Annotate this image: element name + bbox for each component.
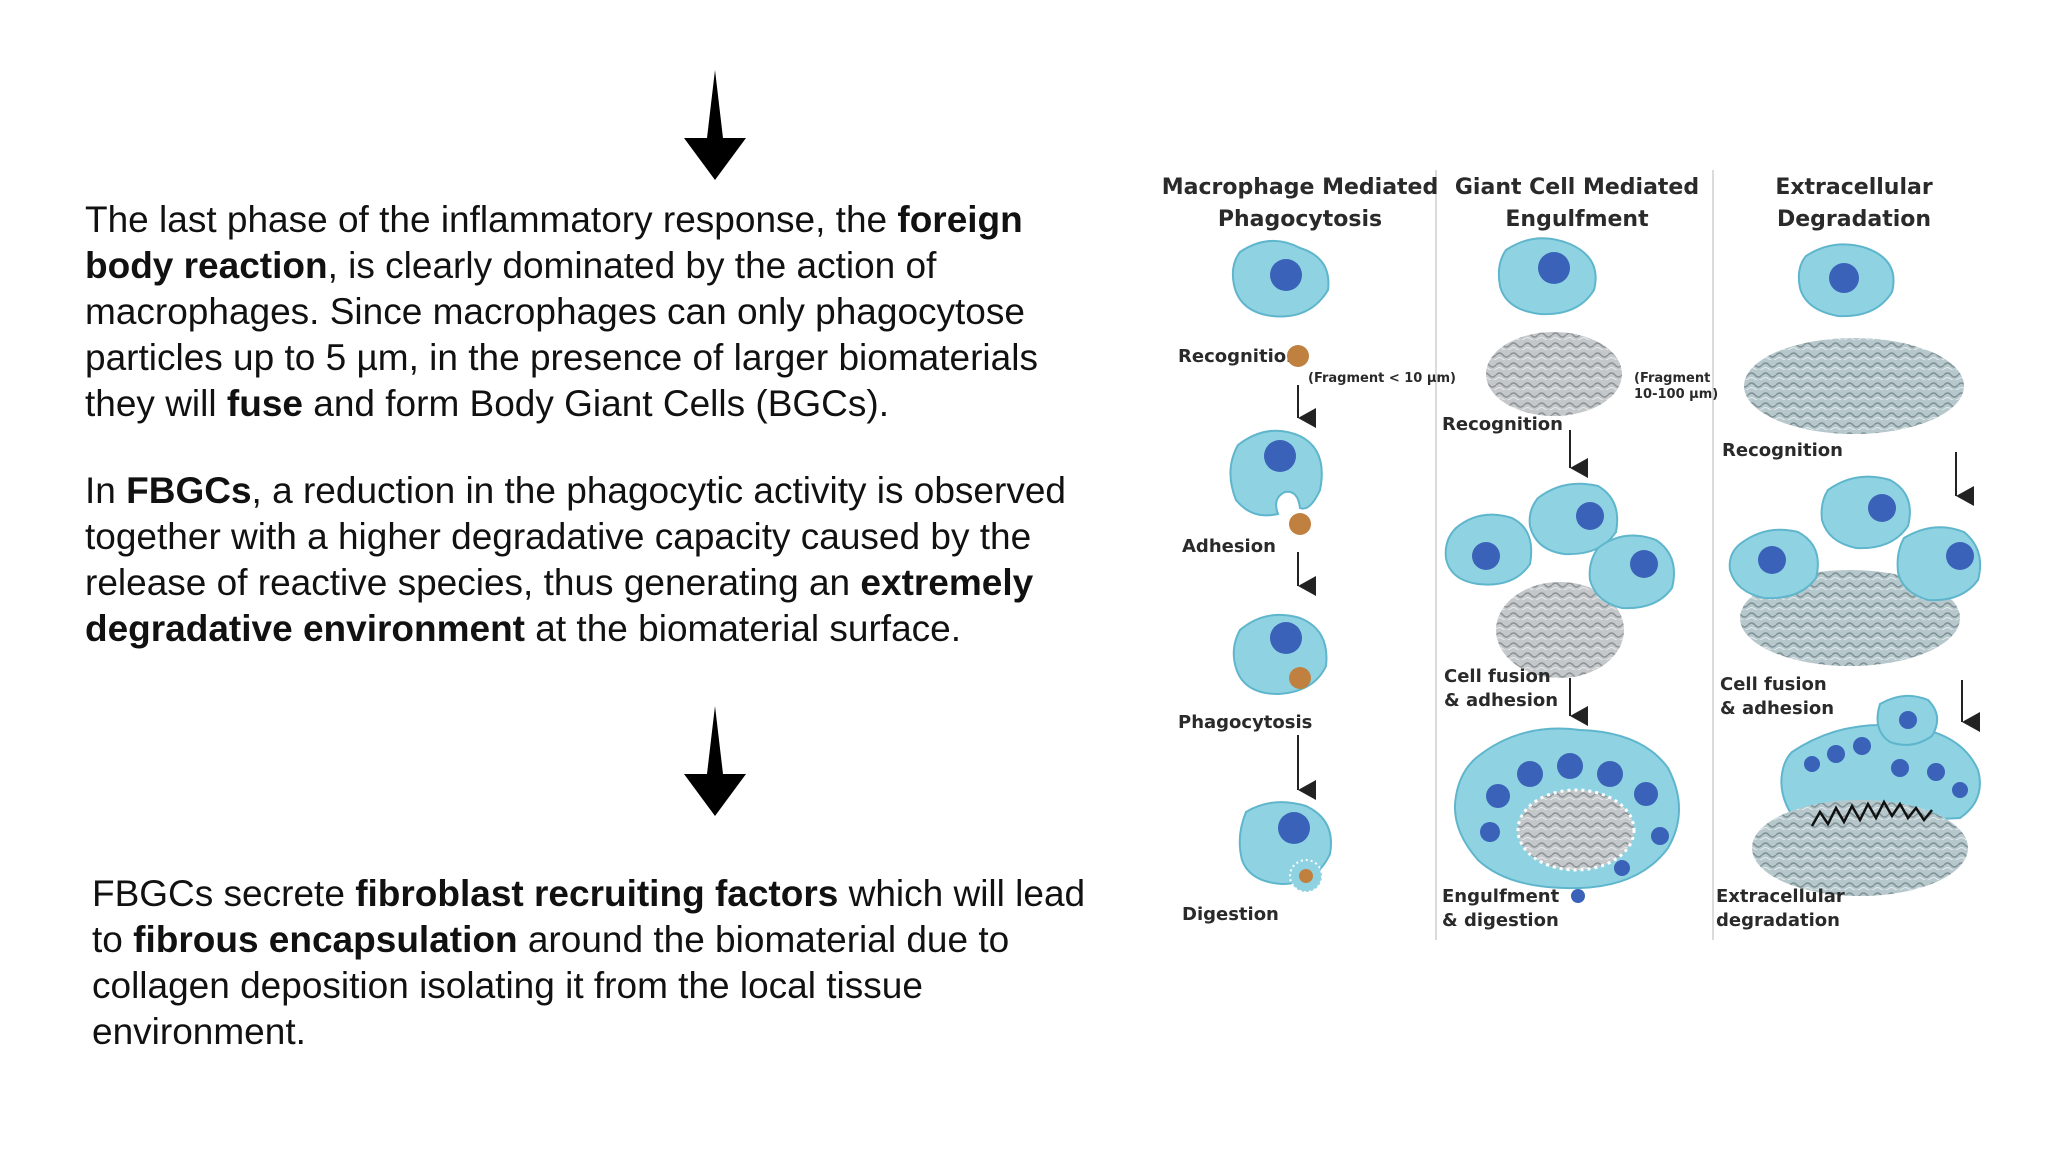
down-arrow-icon [684, 70, 746, 180]
step-label: & adhesion [1444, 690, 1558, 711]
biomaterial-surface [1744, 338, 1964, 434]
step-label: Adhesion [1182, 536, 1276, 557]
step-label: Recognition [1442, 414, 1563, 435]
macrophage-cell [1231, 239, 1330, 318]
macrophage-cell [1238, 801, 1332, 893]
step-label: Extracellular [1716, 886, 1845, 907]
particle [1287, 345, 1309, 367]
column-title: Macrophage Mediated [1162, 175, 1438, 200]
step-label: Recognition [1178, 346, 1299, 367]
macrophage-cell [1797, 243, 1895, 318]
column-title: Engulfment [1505, 207, 1649, 232]
biomaterial-fragment [1486, 332, 1622, 416]
step-label: Recognition [1722, 440, 1843, 461]
macrophage-cell [1497, 237, 1597, 316]
giant-cell [1454, 727, 1680, 903]
step-label: Cell fusion [1720, 674, 1827, 695]
step-label: & adhesion [1720, 698, 1834, 719]
step-label: Phagocytosis [1178, 712, 1312, 733]
fbgc-degradation-paragraph: In FBGCs, a reduction in the phagocytic … [85, 470, 1066, 649]
step-label: & digestion [1442, 910, 1559, 931]
fibrous-encapsulation-paragraph: FBGCs secrete fibroblast recruiting fact… [92, 873, 1086, 1052]
macrophage-cell [1229, 429, 1323, 517]
step-label: Digestion [1182, 904, 1279, 925]
fragment-note: 10-100 µm) [1634, 387, 1718, 402]
down-arrow-icon [684, 706, 746, 816]
step-label: degradation [1716, 910, 1840, 931]
adhering-cells [1728, 475, 1982, 666]
column-title: Phagocytosis [1218, 207, 1382, 232]
degrading-giant-cell [1752, 694, 1981, 896]
fragment-note: (Fragment [1634, 371, 1710, 386]
column-title: Giant Cell Mediated [1455, 175, 1699, 200]
step-label: Cell fusion [1444, 666, 1551, 687]
foreign-body-reaction-paragraph: The last phase of the inflammatory respo… [85, 199, 1038, 424]
step-label: Engulfment [1442, 886, 1560, 907]
particle [1289, 513, 1311, 535]
fusing-cells [1444, 482, 1675, 678]
column-title: Extracellular [1775, 175, 1933, 200]
column-title: Degradation [1777, 207, 1931, 232]
foreign-body-response-figure: Macrophage Mediated Phagocytosis Giant C… [1162, 170, 1982, 940]
fragment-note: (Fragment < 10 µm) [1308, 371, 1456, 386]
macrophage-cell [1232, 613, 1328, 696]
